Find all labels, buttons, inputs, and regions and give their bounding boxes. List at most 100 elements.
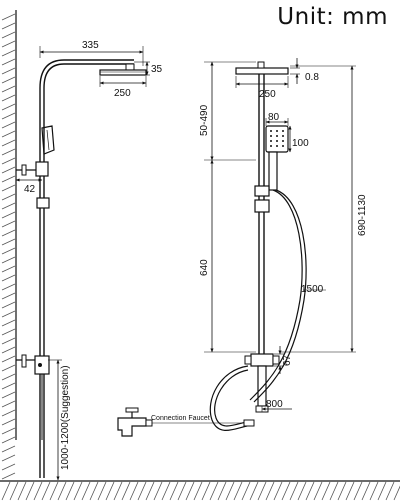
hatch-line	[1, 328, 16, 336]
dim-head-thickness-right-label: 0.8	[305, 72, 319, 83]
hatch-line	[1, 346, 16, 354]
dim-mount-height: 1000-1200(Suggestion)	[48, 359, 71, 481]
hatch-line	[1, 283, 16, 291]
dim-head-thickness-right: 0.8	[290, 58, 319, 84]
hatch-line	[209, 481, 219, 501]
hatch-line	[201, 481, 211, 501]
dim-diverter-height-label: 67	[282, 354, 293, 366]
hatch-line	[1, 454, 16, 462]
nozzle-dot	[276, 145, 278, 147]
hatch-line	[321, 481, 331, 501]
hatch-line	[1, 337, 16, 345]
dim-arm-length-label: 335	[82, 40, 99, 51]
connection-faucet-label: Connection Faucet	[151, 415, 210, 422]
hatch-line	[89, 481, 99, 501]
dim-bar-length-label: 640	[199, 259, 210, 276]
hatch-line	[81, 481, 91, 501]
hatch-line	[1, 256, 16, 264]
hatch-line	[1, 463, 16, 471]
hatch-line	[1, 355, 16, 363]
hatch-line	[1, 472, 16, 480]
dim-arm-length: 335	[39, 40, 144, 66]
nozzle-dot	[276, 140, 278, 142]
dim-wall-offset-label: 42	[24, 184, 36, 195]
hatch-line	[1, 211, 16, 219]
hatch-line	[49, 481, 59, 501]
nozzle-dot	[276, 130, 278, 132]
faucet-icon	[117, 407, 255, 437]
hatch-line	[1, 229, 16, 237]
hatch-line	[305, 481, 315, 501]
hatch-line	[1, 373, 16, 381]
dim-handheld-height: 100	[288, 125, 309, 153]
hatch-line	[25, 481, 35, 501]
nozzle-dot	[282, 135, 284, 137]
hatch-line	[329, 481, 339, 501]
hatch-line	[129, 481, 139, 501]
hatch-line	[137, 481, 147, 501]
dim-bar-length: 640	[199, 159, 256, 353]
hatch-line	[281, 481, 291, 501]
hatch-line	[1, 112, 16, 120]
dim-total-height-label: 690-1130	[357, 194, 368, 236]
nozzle-dot	[282, 130, 284, 132]
hatch-line	[1, 58, 16, 66]
dim-head-width-left: 250	[99, 76, 147, 99]
nozzle-dot	[282, 140, 284, 142]
hatch-line	[1, 22, 16, 30]
hatch-line	[33, 481, 43, 501]
side-view-shower	[16, 59, 147, 478]
hatch-line	[1, 184, 16, 192]
hatch-line	[1, 364, 16, 372]
hatch-line	[1, 166, 16, 174]
dim-wall-offset: 42	[15, 178, 43, 195]
hatch-line	[273, 481, 283, 501]
hatch-line	[1, 139, 16, 147]
hatch-line	[1, 418, 16, 426]
hatch-line	[1, 103, 16, 111]
dim-handheld-height-label: 100	[292, 138, 309, 149]
dim-inlet-hose-length: 800	[261, 399, 292, 412]
dim-handheld-width: 80	[265, 112, 289, 126]
hatch-line	[105, 481, 115, 501]
hatch-line	[1, 85, 16, 93]
dim-head-width-right-label: 250	[259, 89, 276, 100]
hatch-line	[1, 202, 16, 210]
wall-hatch	[1, 13, 16, 480]
hatch-line	[41, 481, 51, 501]
hatch-line	[1, 31, 16, 39]
hatch-line	[1, 247, 16, 255]
handheld-shower-icon	[41, 125, 55, 155]
nozzle-dot	[270, 135, 272, 137]
hatch-line	[9, 481, 19, 501]
hatch-line	[1, 481, 11, 501]
hatch-line	[233, 481, 243, 501]
hatch-line	[369, 481, 379, 501]
hatch-line	[1, 157, 16, 165]
front-view-shower	[209, 61, 307, 431]
nozzle-dot	[276, 135, 278, 137]
hatch-line	[1, 427, 16, 435]
hatch-line	[1, 148, 16, 156]
hatch-line	[177, 481, 187, 501]
hatch-line	[1, 265, 16, 273]
nozzle-dot	[282, 145, 284, 147]
hatch-line	[1, 130, 16, 138]
dim-adjust-range: 50-490	[199, 61, 256, 161]
hatch-line	[1, 175, 16, 183]
hatch-line	[1, 40, 16, 48]
hatch-line	[1, 67, 16, 75]
hatch-line	[1, 193, 16, 201]
hatch-line	[1, 436, 16, 444]
unit-label: Unit: mm	[277, 4, 388, 30]
hatch-line	[169, 481, 179, 501]
hatch-line	[353, 481, 363, 501]
hatch-line	[1, 391, 16, 399]
dim-mount-height-label: 1000-1200(Suggestion)	[60, 365, 71, 470]
hatch-line	[257, 481, 267, 501]
hatch-line	[1, 400, 16, 408]
dim-inlet-hose-length-label: 800	[266, 399, 283, 410]
nozzle-dot	[270, 130, 272, 132]
dim-handheld-width-label: 80	[268, 112, 280, 123]
